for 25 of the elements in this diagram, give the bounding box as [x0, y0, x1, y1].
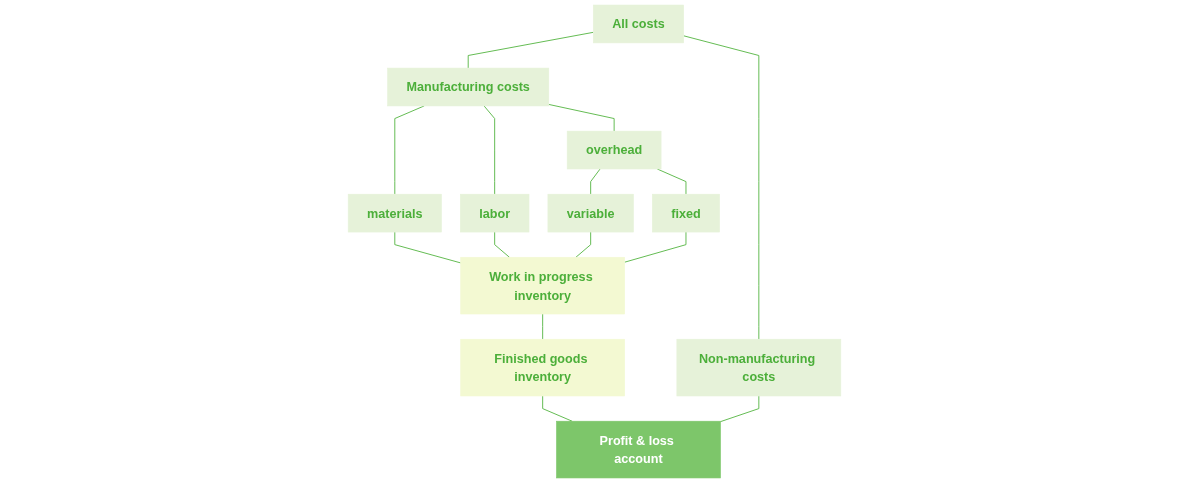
node-box: All costs [592, 4, 684, 44]
node-box: Finished goods inventory [460, 338, 625, 397]
node-box: Non-manufacturing costs [676, 338, 842, 397]
node-box: fixed [652, 193, 720, 233]
connector [548, 103, 615, 132]
connector [575, 231, 592, 258]
node-box: Manufacturing costs [387, 67, 550, 107]
connector [720, 395, 760, 423]
node-box: variable [547, 193, 634, 233]
node-box: Profit & loss account [556, 420, 721, 479]
connector [394, 231, 462, 264]
connector [683, 35, 760, 340]
connector [656, 168, 687, 195]
connector [542, 313, 544, 340]
node-box: Work in progress inventory [460, 256, 625, 315]
connector [394, 105, 425, 195]
connector [624, 231, 687, 263]
node-box: overhead [566, 130, 662, 170]
connector [590, 168, 601, 195]
node-box: materials [347, 193, 442, 233]
connector [483, 105, 496, 195]
connector [467, 31, 594, 69]
connector [542, 395, 573, 422]
connector [494, 231, 510, 258]
node-box: labor [460, 193, 530, 233]
